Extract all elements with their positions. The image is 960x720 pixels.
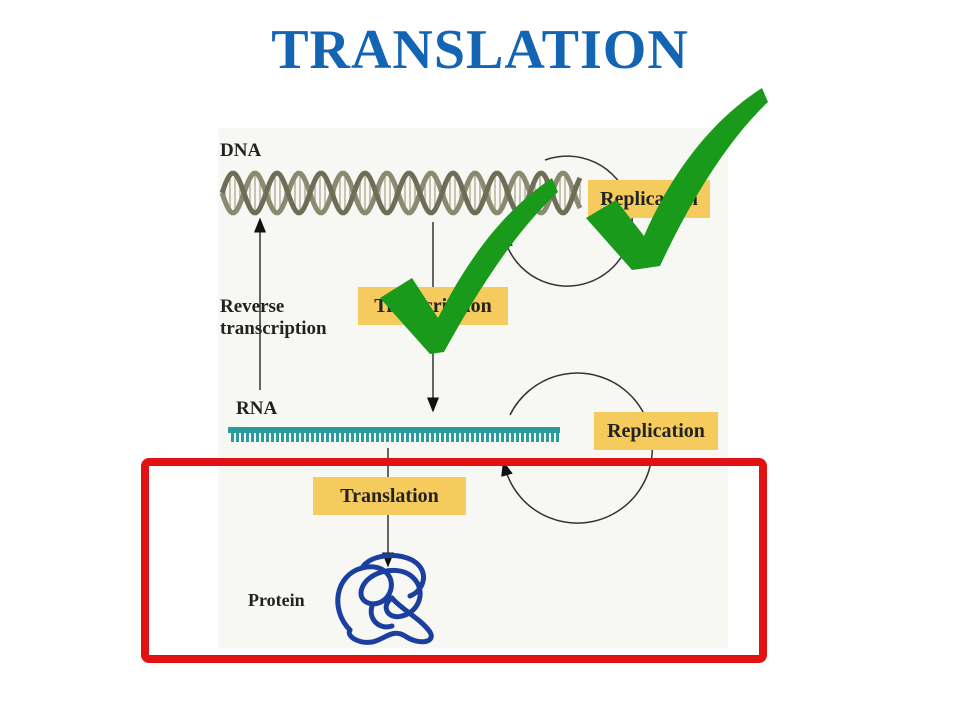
rna-base <box>296 433 299 442</box>
rna-base <box>386 433 389 442</box>
rna-base <box>251 433 254 442</box>
rna-base <box>471 433 474 442</box>
rna-base <box>311 433 314 442</box>
rna-replication-cycle-arrow <box>501 372 654 524</box>
rna-base <box>436 433 439 442</box>
rna-base <box>351 433 354 442</box>
rna-base <box>336 433 339 442</box>
dna-label: DNA <box>220 140 262 161</box>
rna-base <box>556 433 559 442</box>
rna-base <box>401 433 404 442</box>
translation-box: Translation <box>313 477 466 515</box>
rna-base <box>261 433 264 442</box>
rna-base <box>326 433 329 442</box>
rna-base <box>521 433 524 442</box>
highlight-box <box>141 458 767 663</box>
rna-base <box>511 433 514 442</box>
rna-base <box>431 433 434 442</box>
rna-base <box>506 433 509 442</box>
rna-base <box>551 433 554 442</box>
rna-base <box>341 433 344 442</box>
reverse-transcription-line-1: Reverse <box>220 296 285 317</box>
checkmark-icon <box>586 88 768 270</box>
rna-base <box>476 433 479 442</box>
rna-strand-icon <box>228 427 560 442</box>
rna-base <box>411 433 414 442</box>
rna-base <box>466 433 469 442</box>
rna-base <box>321 433 324 442</box>
protein-label: Protein <box>248 590 305 610</box>
rna-base <box>391 433 394 442</box>
rna-base <box>371 433 374 442</box>
rna-base <box>421 433 424 442</box>
rna-base <box>366 433 369 442</box>
rna-backbone <box>228 427 560 433</box>
rna-base <box>536 433 539 442</box>
rna-base <box>236 433 239 442</box>
rna-base <box>406 433 409 442</box>
rna-base <box>241 433 244 442</box>
reverse-transcription-line-2: transcription <box>220 317 327 339</box>
rna-base <box>441 433 444 442</box>
rna-base <box>361 433 364 442</box>
rna-base <box>276 433 279 442</box>
rna-base <box>526 433 529 442</box>
protein-icon <box>335 553 434 645</box>
rna-base <box>481 433 484 442</box>
rna-base <box>416 433 419 442</box>
rna-base <box>496 433 499 442</box>
rna-base <box>451 433 454 442</box>
rna-base <box>286 433 289 442</box>
rna-base <box>486 433 489 442</box>
rna-label: RNA <box>236 398 278 419</box>
rna-base <box>546 433 549 442</box>
rna-base <box>246 433 249 442</box>
rna-replication-box: Replication <box>594 412 718 450</box>
rna-base <box>356 433 359 442</box>
rna-base <box>541 433 544 442</box>
rna-base <box>426 433 429 442</box>
rna-base <box>376 433 379 442</box>
rna-base <box>266 433 269 442</box>
rna-base <box>291 433 294 442</box>
checkmark-icon <box>380 178 558 354</box>
dna-backbone <box>219 170 583 216</box>
rna-base <box>501 433 504 442</box>
rna-base <box>301 433 304 442</box>
rna-base <box>491 433 494 442</box>
rna-base <box>396 433 399 442</box>
rna-base <box>346 433 349 442</box>
rna-base <box>516 433 519 442</box>
rna-base <box>456 433 459 442</box>
rna-base <box>281 433 284 442</box>
rna-base <box>231 433 234 442</box>
page-title: TRANSLATION <box>271 19 689 81</box>
rna-base <box>381 433 384 442</box>
rna-base <box>256 433 259 442</box>
rna-base <box>461 433 464 442</box>
rna-base <box>306 433 309 442</box>
rna-base <box>446 433 449 442</box>
rna-base <box>531 433 534 442</box>
rna-base <box>316 433 319 442</box>
rna-base <box>331 433 334 442</box>
reverse-transcription-label: Reverse transcription <box>220 296 327 340</box>
rna-base <box>271 433 274 442</box>
